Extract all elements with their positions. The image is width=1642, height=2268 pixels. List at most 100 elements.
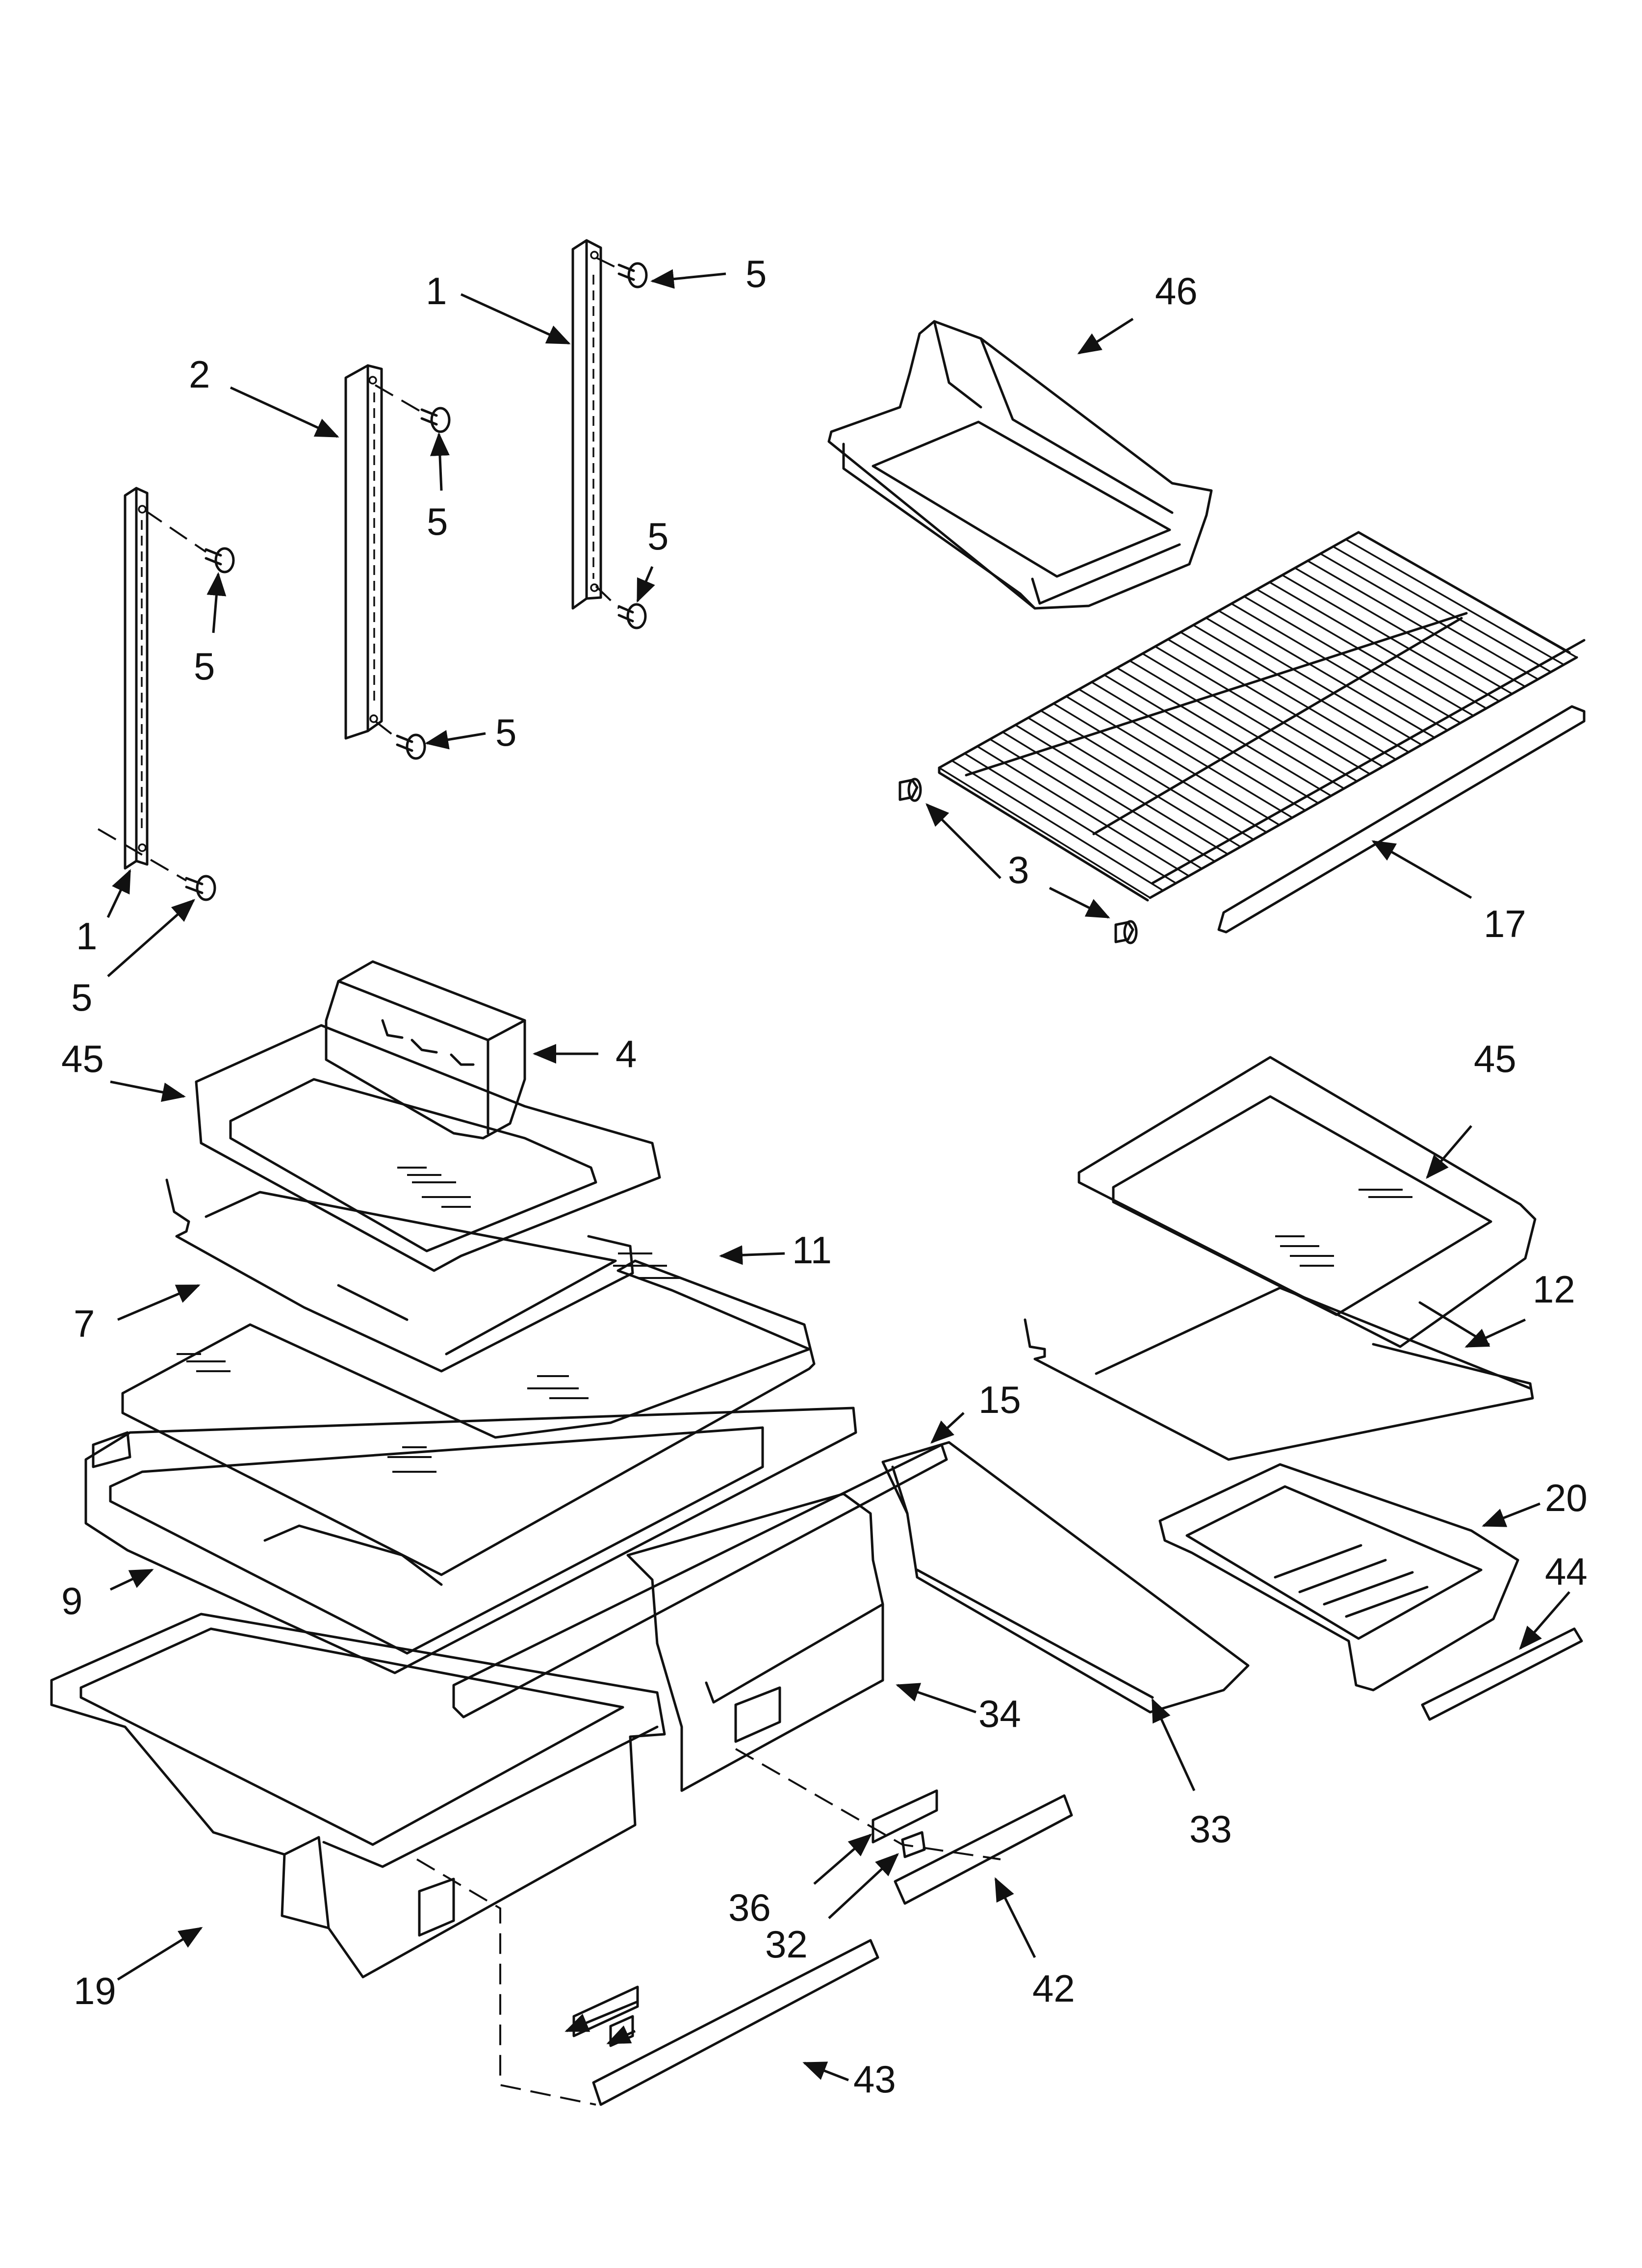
wire-rung — [1294, 567, 1513, 695]
callout-5: 5 — [647, 515, 668, 558]
wire-rung — [1180, 631, 1396, 760]
callout-4: 4 — [616, 1032, 637, 1075]
wire-rung — [1091, 681, 1306, 811]
screw-icon — [617, 262, 648, 288]
drawer-trim-42 — [894, 1794, 1073, 1905]
callout-15: 15 — [978, 1378, 1021, 1421]
callout-43: 43 — [853, 2058, 896, 2101]
callout-33: 33 — [1189, 1807, 1232, 1851]
wire-rung — [1231, 602, 1448, 731]
callout-7: 7 — [74, 1302, 95, 1345]
wire-rung — [1103, 674, 1319, 804]
callout-1: 1 — [76, 914, 97, 958]
callout-20: 20 — [1545, 1476, 1588, 1519]
callout-3: 3 — [1008, 848, 1029, 891]
crisper-cover-frame — [84, 1407, 857, 1674]
glass-shelf-left — [121, 1252, 816, 1576]
callout-17: 17 — [1484, 902, 1526, 945]
shelf-ladder-right — [571, 239, 602, 610]
humidity-slider — [572, 1985, 639, 2047]
glass-reflection-marks — [397, 1167, 471, 1208]
callout-5: 5 — [745, 252, 767, 295]
wire-rung — [1116, 667, 1332, 797]
wire-rung — [1002, 731, 1215, 862]
wire-rung — [1129, 660, 1345, 789]
callout-32: 32 — [765, 1923, 808, 1966]
callout-44: 44 — [1545, 1550, 1588, 1593]
wire-rung — [1358, 531, 1577, 658]
crisper-drawer-right — [626, 1492, 884, 1792]
condiment-bin — [325, 960, 526, 1140]
wire-rung — [1142, 652, 1358, 782]
callout-5: 5 — [495, 711, 516, 754]
callout-1: 1 — [426, 269, 447, 313]
shelf-support-peg — [898, 778, 922, 802]
wire-rung — [1320, 553, 1539, 680]
shelf-support-peg — [1114, 920, 1138, 944]
wire-rung — [1243, 596, 1461, 724]
wire-rung — [1155, 646, 1371, 775]
divider-bar — [452, 1443, 948, 1719]
wire-rung — [1307, 560, 1526, 687]
wire-rung — [1027, 717, 1241, 848]
wire-rung — [1167, 638, 1384, 768]
wire-rung — [1269, 581, 1487, 709]
screw-icon — [396, 733, 426, 760]
wire-rung — [1345, 539, 1565, 666]
wire-rung — [1256, 588, 1474, 717]
wire-rung — [1015, 724, 1229, 855]
wire-rung — [939, 767, 1151, 899]
callout-45: 45 — [1474, 1037, 1516, 1080]
callout-36: 36 — [728, 1886, 771, 1929]
callout-34: 34 — [978, 1692, 1021, 1735]
shelf-ladder-middle — [344, 364, 383, 740]
callout-9: 9 — [61, 1579, 82, 1622]
wire-rung — [951, 759, 1164, 891]
wire-rung — [1053, 703, 1267, 833]
shelf-frame-right — [1024, 1286, 1534, 1461]
deli-drawer — [1158, 1463, 1519, 1692]
callout-12: 12 — [1533, 1268, 1575, 1311]
glass-reflection-marks — [177, 1252, 682, 1473]
callout-11: 11 — [792, 1228, 832, 1272]
wire-rung — [1193, 624, 1410, 753]
screw-icon — [420, 407, 451, 433]
wire-rung — [1040, 710, 1254, 840]
drawer-trim-43 — [592, 1939, 879, 2106]
drawer-cover-rail — [881, 1441, 1250, 1714]
wire-rung — [989, 738, 1203, 870]
wire-rung — [964, 753, 1177, 884]
callout-2: 2 — [189, 353, 210, 396]
callout-5: 5 — [194, 645, 215, 688]
wire-rung — [1282, 574, 1500, 702]
wire-rung — [976, 745, 1190, 877]
wire-rung — [1078, 688, 1293, 819]
screw-icon — [617, 603, 647, 629]
callout-5: 5 — [71, 976, 92, 1019]
storage-bin — [827, 320, 1213, 610]
screw-icon — [205, 547, 235, 574]
callout-labels: 1 5 46 2 5 5 5 5 1 5 3 17 4 45 45 11 12 … — [61, 252, 1588, 2101]
wire-rung — [1066, 696, 1280, 826]
wire-rung — [1206, 617, 1422, 746]
shelf-ladder-left — [124, 487, 149, 870]
wire-rung — [1218, 610, 1435, 738]
shelf-frame-left — [165, 1178, 634, 1373]
callout-42: 42 — [1032, 1967, 1075, 2010]
screw-group — [97, 257, 648, 901]
callout-45: 45 — [61, 1037, 104, 1080]
screw-icon — [185, 875, 216, 901]
glass-reflection-marks — [1275, 1189, 1412, 1267]
drawer-trim-44 — [1421, 1627, 1583, 1721]
callout-5: 5 — [427, 500, 448, 543]
wire-lines — [939, 531, 1577, 899]
wire-rung — [1333, 546, 1552, 673]
wire-shelf — [938, 531, 1586, 934]
crisper-drawer-left — [50, 1613, 666, 1979]
glass-shelf-top-left — [195, 1024, 661, 1272]
callout-19: 19 — [74, 1969, 116, 2012]
callout-46: 46 — [1155, 269, 1198, 313]
leader-lines — [106, 269, 1570, 2082]
glass-shelf-right — [1078, 1056, 1537, 1348]
